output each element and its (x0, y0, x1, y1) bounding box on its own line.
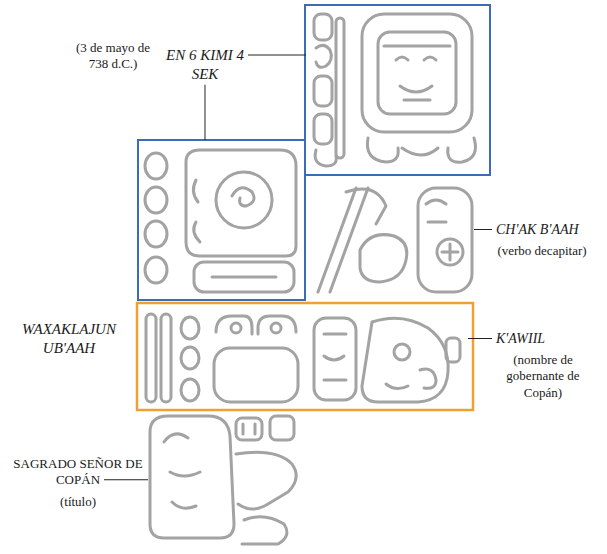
glyph-stroke (384, 46, 450, 100)
glyph-stroke (315, 150, 336, 166)
glyph-frame-orange (137, 303, 473, 410)
glyph-stroke (346, 189, 386, 224)
glyph-stroke (145, 257, 167, 283)
glyph-stroke (362, 318, 448, 402)
glyph-stroke (231, 323, 241, 333)
glyph-stroke (386, 369, 436, 388)
glyph-stroke (324, 334, 346, 380)
calendar-label: EN 6 KIMI 4 SEK (158, 46, 252, 84)
glyph-frame-blue (138, 140, 305, 300)
glyph-stroke (145, 153, 167, 179)
glyph-stroke (243, 424, 255, 434)
glyph-stroke (271, 323, 281, 333)
glyph-stroke (314, 14, 332, 40)
glyph-stroke (194, 262, 294, 292)
glyph-stroke (216, 172, 272, 228)
glyph-stroke (145, 187, 167, 213)
date-note: (3 de mayo de 738 d.C.) (66, 40, 160, 73)
verb-label: CH'AK B'AAH (496, 221, 604, 239)
leader-line (204, 85, 205, 140)
number-name: WAXAKLAJUN UB'AAH (6, 320, 132, 358)
glyph-stroke (437, 239, 463, 265)
glyph-stroke (214, 348, 298, 402)
glyph-stroke (216, 316, 296, 334)
leader-line (474, 229, 492, 230)
glyph-stroke (314, 114, 332, 144)
glyph-stroke (446, 338, 460, 362)
ruler-name: K'AWIIL (496, 330, 596, 348)
glyph-stroke (314, 76, 332, 106)
glyph-stroke (316, 45, 331, 67)
glyph-group (145, 14, 476, 544)
glyph-stroke (181, 379, 199, 401)
glyph-stroke (314, 318, 356, 400)
leader-line (104, 479, 148, 480)
glyph-stroke (181, 347, 199, 369)
name-gloss: (nombre de gobernante de Copán) (505, 352, 581, 401)
glyph-stroke (378, 32, 456, 114)
glyph-stroke (193, 180, 200, 242)
glyph-stroke (394, 344, 410, 360)
glyph-stroke (360, 235, 407, 282)
glyph-stroke (181, 317, 199, 339)
glyph-stroke (232, 188, 254, 206)
glyph-stroke (426, 200, 446, 222)
leader-line (468, 338, 492, 339)
verb-gloss: (verbo decapitar) (483, 243, 601, 259)
glyph-stroke (270, 416, 294, 440)
glyph-stroke (145, 221, 167, 247)
title-gloss: (título) (4, 494, 152, 510)
title-label: SAGRADO SEÑOR DE COPÁN (4, 456, 152, 489)
glyph-stroke (212, 276, 276, 279)
glyph-stroke (362, 14, 472, 132)
glyph-stroke (150, 416, 234, 538)
glyph-stroke (418, 188, 472, 292)
glyph-stroke (146, 314, 156, 402)
glyph-stroke (242, 517, 287, 544)
glyph-stroke (336, 18, 344, 158)
glyph-stroke (161, 314, 171, 402)
glyph-stroke (236, 418, 262, 440)
glyph-stroke (367, 138, 475, 162)
glyph-frame-blue (305, 5, 490, 175)
glyph-stroke (318, 188, 368, 292)
glyph-stroke (164, 434, 200, 508)
glyph-stroke (236, 452, 296, 509)
glyph-stroke (442, 244, 458, 260)
leader-line (248, 55, 306, 56)
glyph-stroke (186, 150, 296, 256)
